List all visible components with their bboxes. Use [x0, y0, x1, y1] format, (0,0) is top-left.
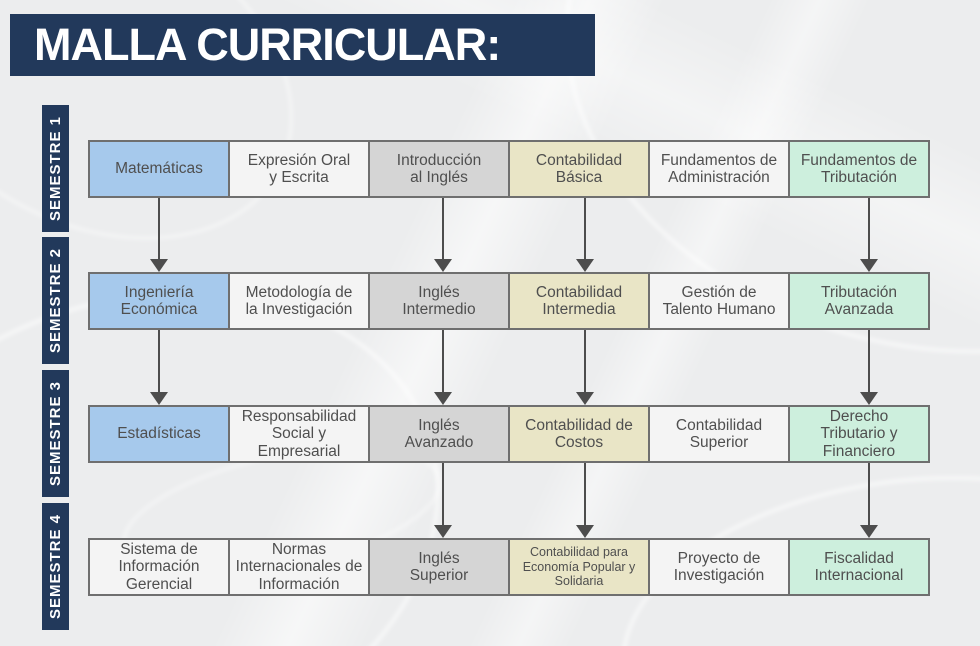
course-label: Proyecto de Investigación	[673, 549, 765, 585]
course-label: Derecho Tributario y Financiero	[820, 407, 898, 460]
course-label: Ingeniería Económica	[120, 283, 198, 319]
course-box: Contabilidad Básica	[508, 140, 650, 198]
arrow-intro-ingles-intermedio	[434, 198, 452, 272]
semester-4-label: SEMESTRE 4	[42, 503, 69, 630]
course-box: Fundamentos de Administración	[648, 140, 790, 198]
course-label: Fiscalidad Internacional	[814, 549, 904, 585]
course-label: Introducción al Inglés	[396, 151, 482, 187]
course-box: Introducción al Inglés	[368, 140, 510, 198]
course-box: Normas Internacionales de Información	[228, 538, 370, 596]
course-box: Inglés Superior	[368, 538, 510, 596]
course-box: Sistema de Información Gerencial	[88, 538, 230, 596]
course-label: Sistema de Información Gerencial	[118, 540, 200, 593]
course-box: Inglés Intermedio	[368, 272, 510, 330]
course-label: Gestión de Talento Humano	[662, 283, 776, 319]
course-box: Metodología de la Investigación	[228, 272, 370, 330]
course-box: Derecho Tributario y Financiero	[788, 405, 930, 463]
semester-3-label: SEMESTRE 3	[42, 370, 69, 497]
course-label: Estadísticas	[117, 425, 201, 443]
course-label: Contabilidad Superior	[675, 416, 763, 452]
course-box: Contabilidad Superior	[648, 405, 790, 463]
course-label: Inglés Superior	[409, 549, 469, 585]
course-label: Tributación Avanzada	[820, 283, 898, 319]
course-box: Expresión Oral y Escrita	[228, 140, 370, 198]
course-label: Contabilidad para Economía Popular y Sol…	[522, 544, 636, 589]
arrow-ingles-intermedio-avanzado	[434, 330, 452, 405]
semester-3-row: Estadísticas Responsabilidad Social y Em…	[88, 405, 930, 463]
page-title: MALLA CURRICULAR:	[10, 14, 595, 76]
course-box: Inglés Avanzado	[368, 405, 510, 463]
course-box: Contabilidad de Costos	[508, 405, 650, 463]
semester-4-row: Sistema de Información Gerencial Normas …	[88, 538, 930, 596]
course-box: Fundamentos de Tributación	[788, 140, 930, 198]
course-label: Inglés Intermedio	[402, 283, 476, 319]
course-box: Gestión de Talento Humano	[648, 272, 790, 330]
arrow-tributacion-derecho	[860, 330, 878, 405]
course-label: Expresión Oral y Escrita	[247, 151, 351, 187]
page-title-text: MALLA CURRICULAR:	[34, 19, 501, 70]
course-box: Matemáticas	[88, 140, 230, 198]
arrow-costos-economia-popular	[576, 463, 594, 538]
course-box: Contabilidad para Economía Popular y Sol…	[508, 538, 650, 596]
course-box: Ingeniería Económica	[88, 272, 230, 330]
arrow-contab-intermedia-costos	[576, 330, 594, 405]
course-label: Inglés Avanzado	[404, 416, 474, 452]
course-box: Fiscalidad Internacional	[788, 538, 930, 596]
arrow-derecho-fiscalidad	[860, 463, 878, 538]
course-label: Metodología de la Investigación	[245, 283, 353, 319]
course-box: Contabilidad Intermedia	[508, 272, 650, 330]
course-label: Responsabilidad Social y Empresarial	[241, 407, 357, 460]
semester-2-label: SEMESTRE 2	[42, 237, 69, 364]
semester-1-row: Matemáticas Expresión Oral y Escrita Int…	[88, 140, 930, 198]
course-label: Fundamentos de Tributación	[800, 151, 918, 187]
course-label: Contabilidad de Costos	[525, 416, 633, 452]
arrow-fund-tributacion-avanzada	[860, 198, 878, 272]
course-box: Tributación Avanzada	[788, 272, 930, 330]
arrow-ingenieria-estadisticas	[150, 330, 168, 405]
course-label: Contabilidad Básica	[535, 151, 623, 187]
arrow-ingles-avanzado-superior	[434, 463, 452, 538]
course-label: Matemáticas	[115, 160, 203, 178]
course-label: Contabilidad Intermedia	[535, 283, 623, 319]
course-label: Fundamentos de Administración	[660, 151, 778, 187]
arrow-matematicas-ingenieria	[150, 198, 168, 272]
arrow-contab-basica-intermedia	[576, 198, 594, 272]
course-box: Estadísticas	[88, 405, 230, 463]
semester-2-row: Ingeniería Económica Metodología de la I…	[88, 272, 930, 330]
semester-1-label: SEMESTRE 1	[42, 105, 69, 232]
course-box: Proyecto de Investigación	[648, 538, 790, 596]
course-box: Responsabilidad Social y Empresarial	[228, 405, 370, 463]
course-label: Normas Internacionales de Información	[235, 540, 363, 593]
